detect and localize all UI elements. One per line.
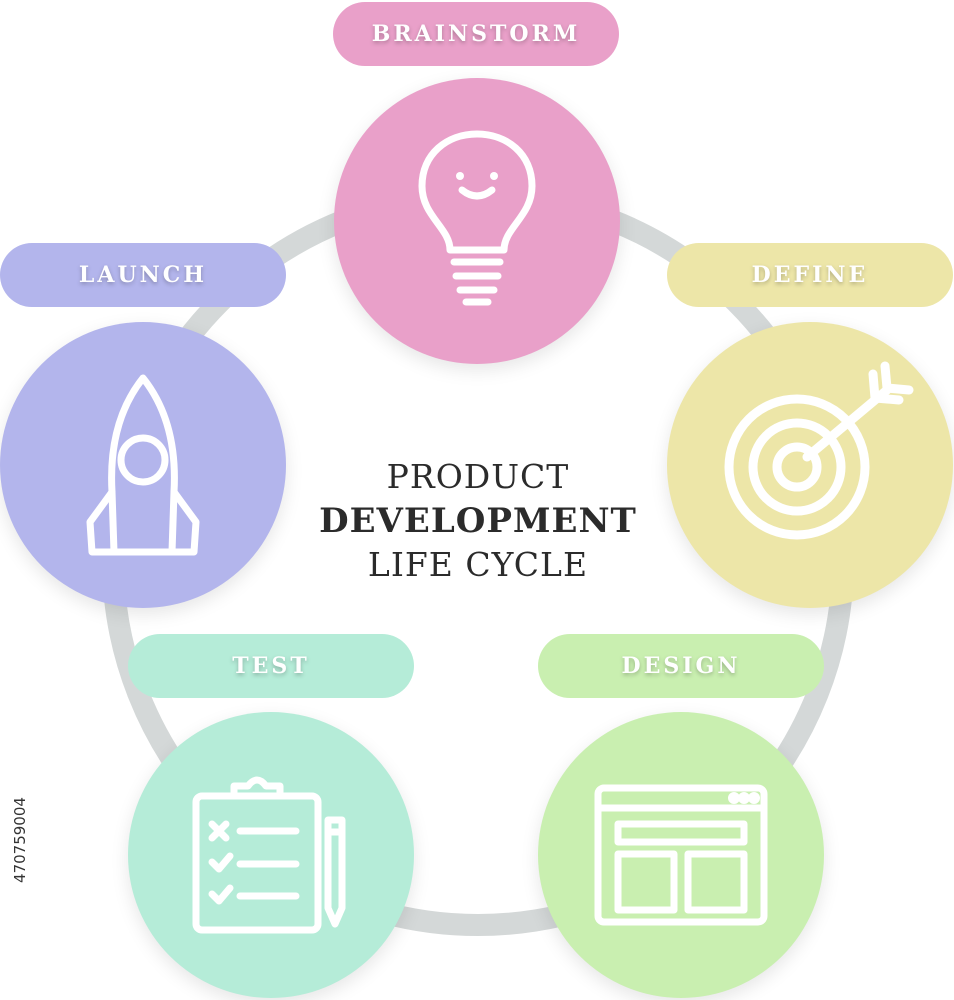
launch-label: LAUNCH bbox=[78, 262, 208, 288]
stage-label-test: TEST bbox=[128, 634, 414, 698]
stage-label-define: DEFINE bbox=[667, 243, 953, 307]
define-label: DEFINE bbox=[751, 262, 869, 288]
clipboard-checklist-icon bbox=[192, 776, 346, 934]
stage-label-launch: LAUNCH bbox=[0, 243, 286, 307]
lightbulb-icon bbox=[418, 130, 536, 306]
target-icon bbox=[724, 361, 914, 540]
stage-label-design: DESIGN bbox=[538, 634, 824, 698]
stock-id-text: 470759004 bbox=[11, 797, 29, 883]
stage-circle-test bbox=[128, 712, 414, 998]
stage-circle-launch bbox=[0, 322, 286, 608]
design-label: DESIGN bbox=[621, 653, 741, 679]
stock-id: 470759004 bbox=[8, 760, 32, 920]
brainstorm-label: BRAINSTORM bbox=[371, 21, 581, 47]
title-line-2: DEVELOPMENT bbox=[319, 501, 637, 541]
title-line-1: PRODUCT bbox=[386, 457, 570, 496]
diagram-title: PRODUCT DEVELOPMENT LIFE CYCLE bbox=[300, 455, 656, 587]
rocket-icon bbox=[86, 374, 200, 556]
title-line-3: LIFE CYCLE bbox=[367, 545, 589, 584]
stage-circle-design bbox=[538, 712, 824, 998]
stage-circle-define bbox=[667, 322, 953, 608]
test-label: TEST bbox=[232, 653, 310, 679]
stage-circle-brainstorm bbox=[334, 78, 620, 364]
stage-label-brainstorm: BRAINSTORM bbox=[333, 2, 619, 66]
browser-layout-icon bbox=[594, 784, 768, 926]
